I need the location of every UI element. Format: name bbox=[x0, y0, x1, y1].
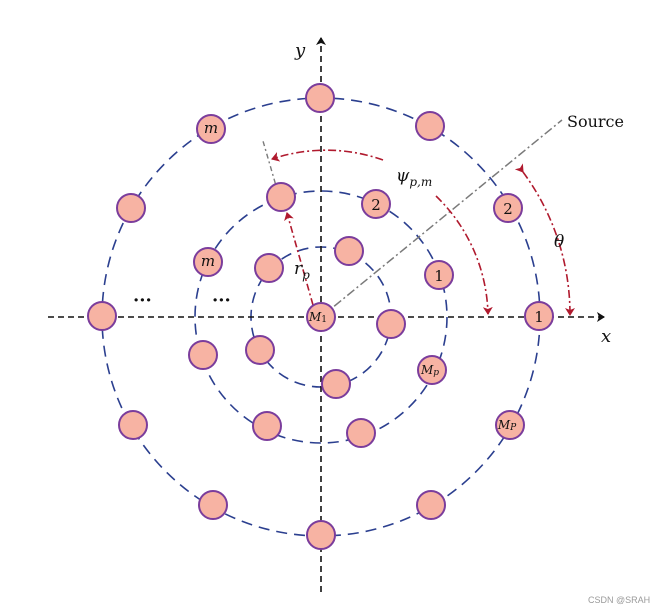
mic-circle bbox=[193, 247, 223, 277]
y-axis-label: y bbox=[294, 40, 306, 61]
mic-circle bbox=[196, 114, 226, 144]
radius-arrow bbox=[284, 212, 314, 306]
mic-label-mid-m: m bbox=[201, 252, 215, 270]
mic-label-outer-m: m bbox=[204, 119, 218, 137]
radius-label: rp bbox=[294, 259, 310, 282]
mic-circle bbox=[416, 490, 446, 520]
mic-label-outer-MP-main: M bbox=[497, 418, 511, 432]
x-axis-label: x bbox=[601, 326, 611, 347]
mic-label-outer-MP-sub: P bbox=[509, 423, 517, 433]
mic-label-mid-1: 1 bbox=[434, 267, 444, 285]
psi-subscript: p,m bbox=[409, 175, 432, 189]
mic-label-center: M1 bbox=[308, 310, 327, 325]
watermark: CSDN @SRAH bbox=[588, 595, 650, 605]
mic-circle bbox=[321, 369, 351, 399]
mic-circle bbox=[361, 189, 391, 219]
source-label: Source bbox=[567, 112, 624, 131]
mic-label-center-sub: 1 bbox=[321, 315, 327, 325]
mic-circle bbox=[334, 236, 364, 266]
mic-circle bbox=[495, 410, 525, 440]
mic-label-mid-Mp: Mp bbox=[420, 363, 439, 378]
mic-label-outer-MP: MP bbox=[497, 418, 517, 433]
mic-circle bbox=[493, 193, 523, 223]
psi-symbol: ψ bbox=[396, 166, 410, 186]
mic-circle bbox=[118, 410, 148, 440]
mic-circle bbox=[524, 301, 554, 331]
mic-circle bbox=[116, 193, 146, 223]
outer-ring-mics bbox=[87, 83, 554, 550]
mic-label-outer-1: 1 bbox=[534, 308, 544, 326]
mic-circle bbox=[306, 520, 336, 550]
mic-circle bbox=[346, 418, 376, 448]
mic-circle bbox=[254, 253, 284, 283]
mic-circle bbox=[424, 260, 454, 290]
inner-ring-mics bbox=[245, 236, 406, 399]
mic-circle bbox=[188, 340, 218, 370]
mic-circle bbox=[415, 111, 445, 141]
axes: x y bbox=[48, 37, 611, 592]
psi-label: ψp,m bbox=[396, 166, 432, 189]
mic-label-outer-2: 2 bbox=[503, 200, 513, 218]
mic-label-center-main: M bbox=[308, 310, 322, 324]
ellipsis-outer: ··· bbox=[133, 290, 152, 311]
mic-circle bbox=[245, 335, 275, 365]
mic-label-mid-Mp-sub: p bbox=[433, 368, 439, 378]
mic-circle bbox=[87, 301, 117, 331]
psi-arc-lower bbox=[435, 195, 493, 315]
mic-circle bbox=[266, 182, 296, 212]
mic-label-mid-Mp-main: M bbox=[420, 363, 434, 377]
middle-ring-mics bbox=[188, 182, 454, 448]
theta-arc bbox=[514, 163, 576, 316]
mic-circle bbox=[376, 309, 406, 339]
ellipsis-inner: ··· bbox=[212, 290, 231, 311]
radius-subscript: p bbox=[302, 268, 310, 282]
middle-ring bbox=[194, 190, 448, 444]
mic-label-mid-2: 2 bbox=[371, 196, 381, 214]
source-direction-line bbox=[320, 119, 563, 318]
theta-label: θ bbox=[554, 232, 564, 252]
mic-circle bbox=[417, 355, 447, 385]
mic-circle bbox=[198, 490, 228, 520]
mic-labels: 1 2 m MP 1 2 m Mp M1 bbox=[201, 119, 544, 433]
mic-circle bbox=[305, 83, 335, 113]
mic-circle bbox=[252, 411, 282, 441]
psi-arc-upper bbox=[271, 149, 384, 162]
center-mic bbox=[306, 302, 336, 332]
radius-symbol: r bbox=[294, 259, 303, 279]
